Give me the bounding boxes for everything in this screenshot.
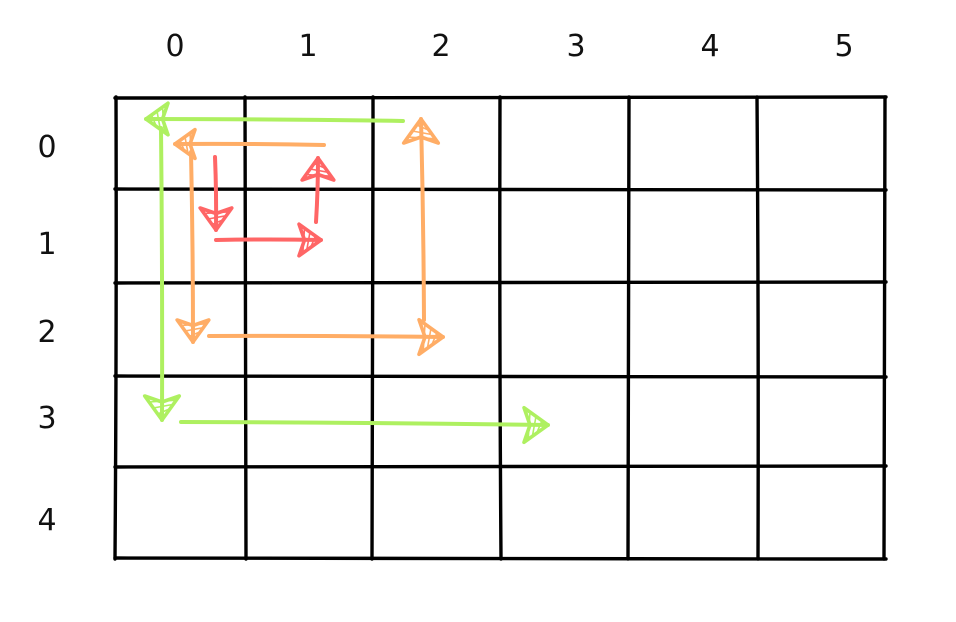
column-label-4: 4 (700, 29, 719, 64)
row-label-1: 1 (37, 227, 56, 262)
arrow-head (173, 127, 197, 161)
arrow-head (401, 117, 441, 145)
arrow-head (417, 317, 445, 357)
arrow-head (175, 318, 211, 344)
row-label-0: 0 (37, 130, 56, 165)
inner-arrow-down (198, 155, 234, 232)
grid-lines (113, 95, 888, 561)
arrow-head (522, 405, 550, 445)
arrow-head (142, 394, 182, 422)
grid-vertical-line (882, 95, 887, 561)
grid-vertical-line (243, 95, 248, 561)
column-label-0: 0 (165, 29, 184, 64)
column-label-2: 2 (431, 29, 450, 64)
middle-arrow-left (173, 127, 326, 161)
row-labels: 0 1 2 3 4 (37, 130, 56, 538)
column-label-3: 3 (566, 29, 585, 64)
grid-vertical-line (626, 95, 631, 561)
column-label-5: 5 (834, 29, 853, 64)
row-label-4: 4 (37, 503, 56, 538)
column-labels: 0 1 2 3 4 5 (165, 29, 853, 64)
row-label-3: 3 (37, 401, 56, 436)
inner-arrow-right (214, 222, 323, 258)
grid-vertical-line (113, 95, 118, 561)
inner-arrow-up (300, 156, 336, 224)
row-label-2: 2 (37, 315, 56, 350)
arrow-head (198, 206, 234, 232)
outer-arrow-right (179, 405, 550, 445)
spiral-arrows (142, 101, 550, 445)
grid-vertical-line (370, 95, 375, 561)
column-label-1: 1 (298, 29, 317, 64)
outer-arrow-down (142, 126, 182, 422)
grid-vertical-line (755, 95, 760, 561)
middle-arrow-down (175, 150, 211, 344)
arrow-head (300, 156, 336, 182)
grid-vertical-line (498, 95, 503, 561)
middle-arrow-up (401, 117, 441, 322)
arrow-head (297, 222, 323, 258)
middle-arrow-right (207, 317, 445, 357)
outer-arrow-left (144, 101, 405, 137)
